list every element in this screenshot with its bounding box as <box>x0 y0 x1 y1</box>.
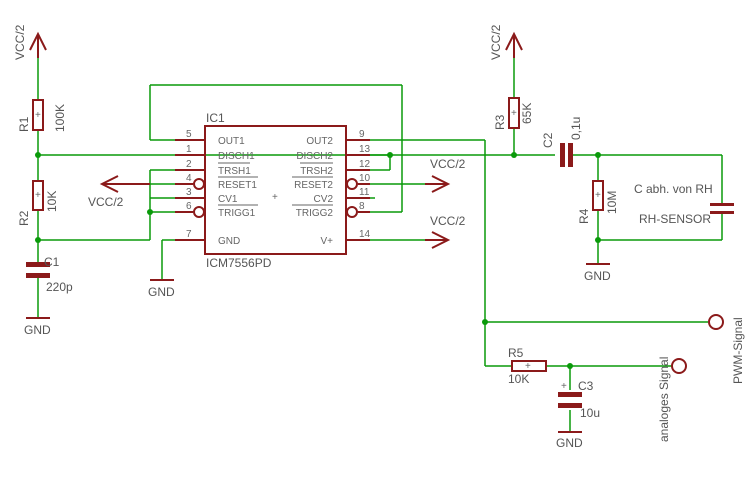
gnd-c3-label: GND <box>556 436 583 450</box>
r2-value: 10K <box>45 191 59 212</box>
pin-name: CV1 <box>218 194 238 205</box>
gnd-c1-symbol: GND <box>24 317 51 337</box>
pin-name: DISCH1 <box>218 151 255 162</box>
r4-ref: R4 <box>577 208 591 224</box>
trigg2-inversion-bubble <box>346 206 358 218</box>
gnd-ic-symbol: GND <box>148 279 175 299</box>
analog-output-terminal: analoges Signal <box>657 357 687 442</box>
c1-ref: C1 <box>44 255 60 269</box>
pin-name: RESET2 <box>294 180 333 191</box>
pin-name: TRSH1 <box>218 166 251 177</box>
pin-name: TRIGG2 <box>296 208 334 219</box>
pin-num: 10 <box>359 173 371 184</box>
pin-name: RESET1 <box>218 180 257 191</box>
rh-sensor-note: C abh. von RH <box>634 182 713 196</box>
resistor-r3: + R3 65K <box>493 97 534 130</box>
vcc-vplus-label: VCC/2 <box>430 214 466 228</box>
pin-name: OUT1 <box>218 136 245 147</box>
resistor-r4: + R4 10M <box>577 180 619 224</box>
c3-polarity-mark: + <box>561 381 567 392</box>
r5-polarity-mark: + <box>525 361 531 372</box>
junctions <box>35 152 601 369</box>
pin-name: CV2 <box>314 194 334 205</box>
pin-num: 6 <box>186 201 192 212</box>
pin-name: GND <box>218 236 240 247</box>
capacitor-c2: C2 0,1u <box>541 117 583 167</box>
resistor-r5: + R5 10K <box>508 346 547 386</box>
vcc-reset2-label: VCC/2 <box>430 157 466 171</box>
vcc-reset1-label: VCC/2 <box>88 195 124 209</box>
pin-name: OUT2 <box>306 136 333 147</box>
rh-sensor-label: RH-SENSOR <box>639 212 711 226</box>
ic-ref: IC1 <box>206 111 225 125</box>
ic-value: ICM7556PD <box>206 256 272 270</box>
pin-num: 2 <box>186 159 192 170</box>
reset2-inversion-bubble <box>346 178 358 190</box>
wires <box>37 58 723 432</box>
pin-num: 13 <box>359 144 371 155</box>
c3-ref: C3 <box>578 379 594 393</box>
pwm-signal-label: PWM-Signal <box>731 317 745 384</box>
pin-num: 8 <box>359 201 365 212</box>
r2-ref: R2 <box>17 210 31 226</box>
pin-num: 7 <box>186 229 192 240</box>
ic-center-mark: + <box>272 192 278 203</box>
r3-polarity-mark: + <box>511 108 517 119</box>
vcc-r1-label: VCC/2 <box>13 24 27 60</box>
r4-value: 10M <box>605 191 619 214</box>
r1-ref: R1 <box>17 116 31 132</box>
c2-ref: C2 <box>541 132 555 148</box>
c2-value: 0,1u <box>569 117 583 140</box>
pin-num: 14 <box>359 229 371 240</box>
vcc-r3-symbol: VCC/2 <box>489 24 523 60</box>
vcc-vplus-symbol: VCC/2 <box>425 214 466 249</box>
gnd-c1-label: GND <box>24 323 51 337</box>
vcc-reset2-symbol: VCC/2 <box>425 157 466 193</box>
gnd-r4-label: GND <box>584 269 611 283</box>
pwm-output-terminal: PWM-Signal <box>708 314 745 384</box>
capacitor-c3: + C3 10u <box>558 379 600 420</box>
r3-value: 65K <box>520 103 534 124</box>
pin-num: 3 <box>186 187 192 198</box>
pin-num: 4 <box>186 173 192 184</box>
rh-sensor: C abh. von RH RH-SENSOR <box>634 182 734 226</box>
pin-num: 9 <box>359 129 365 140</box>
pin-num: 1 <box>186 144 192 155</box>
pin-name: TRSH2 <box>300 166 333 177</box>
pin-num: 11 <box>359 187 370 198</box>
vcc-reset1-symbol: VCC/2 <box>88 175 150 209</box>
r3-ref: R3 <box>493 114 507 130</box>
gnd-ic-label: GND <box>148 285 175 299</box>
resistor-r2: + R2 10K <box>17 180 59 226</box>
r5-ref: R5 <box>508 346 524 360</box>
r4-polarity-mark: + <box>595 190 601 201</box>
pin-num: 12 <box>359 159 371 170</box>
vcc-r1-symbol: VCC/2 <box>13 24 47 60</box>
pin-name: TRIGG1 <box>218 208 256 219</box>
pin-num: 5 <box>186 129 192 140</box>
reset1-inversion-bubble <box>193 178 205 190</box>
vcc-r3-label: VCC/2 <box>489 24 503 60</box>
resistor-r1: + R1 100K <box>17 99 67 132</box>
pin-name: V+ <box>320 236 333 247</box>
c3-value: 10u <box>580 406 600 420</box>
gnd-r4-symbol: GND <box>584 263 611 283</box>
r5-value: 10K <box>508 372 529 386</box>
r2-polarity-mark: + <box>35 190 41 201</box>
pin-name: DISCH2 <box>296 151 333 162</box>
analog-signal-label: analoges Signal <box>657 357 671 442</box>
ic-icm7556: IC1 ICM7556PD + 5 1 2 4 3 6 7 OUT1 DISCH… <box>175 111 371 270</box>
gnd-c3-symbol: GND <box>556 431 583 450</box>
r1-polarity-mark: + <box>35 110 41 121</box>
trigg1-inversion-bubble <box>193 206 205 218</box>
capacitor-c1: C1 220p <box>26 255 73 318</box>
c1-value: 220p <box>46 280 73 294</box>
r1-value: 100K <box>53 104 67 132</box>
